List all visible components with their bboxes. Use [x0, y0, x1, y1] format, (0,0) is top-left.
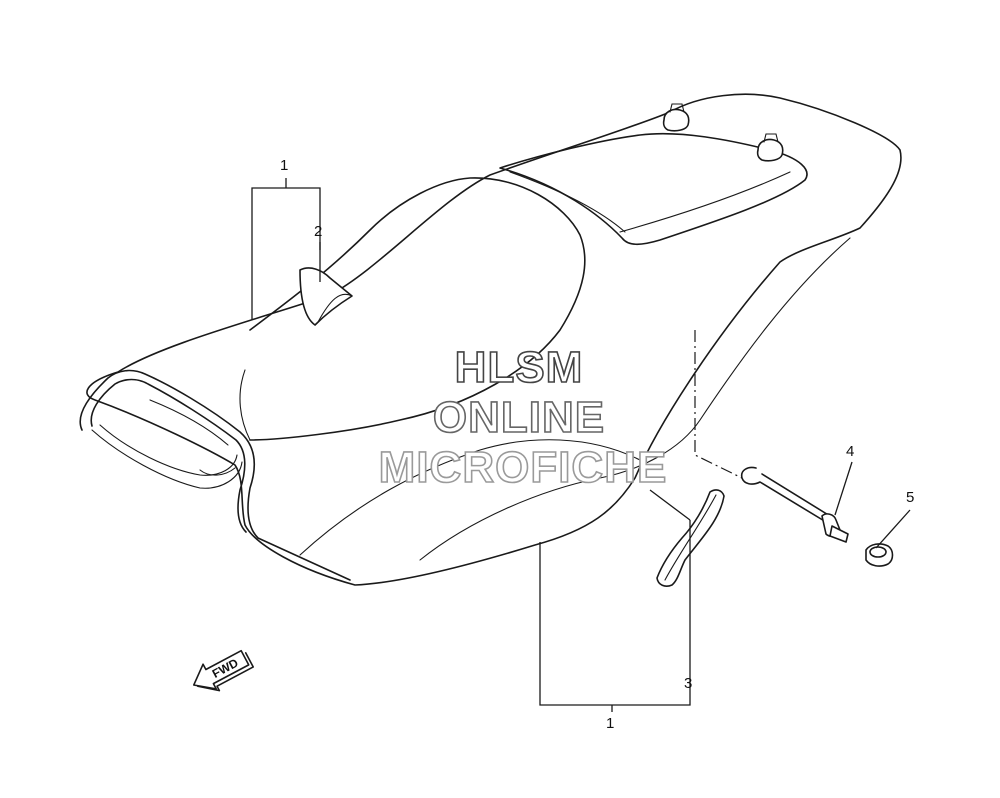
leader-lines — [251, 178, 911, 712]
forward-arrow-icon: FWD — [192, 649, 255, 692]
watermark-line-3: MICROFICHE — [379, 443, 668, 492]
rear-latch-tab-left — [662, 103, 690, 132]
hook-bolt-part-4 — [740, 466, 849, 543]
callouts: 1 2 3 4 5 1 — [280, 157, 914, 732]
callout-3: 3 — [684, 675, 692, 692]
callout-2: 2 — [314, 223, 322, 240]
watermark: HLSM ONLINE MICROFICHE — [378, 342, 668, 493]
callout-5: 5 — [906, 489, 914, 506]
callout-1-bottom: 1 — [606, 715, 614, 732]
rear-latch-tab-right — [756, 133, 784, 162]
callout-4: 4 — [846, 443, 854, 460]
nut-part-5 — [865, 543, 894, 567]
watermark-line-2: ONLINE — [433, 393, 605, 442]
callout-1-top: 1 — [280, 157, 288, 174]
seat-assembly — [79, 93, 902, 586]
seat-strap-part-2 — [299, 267, 353, 326]
watermark-line-1: HLSM — [455, 343, 584, 392]
